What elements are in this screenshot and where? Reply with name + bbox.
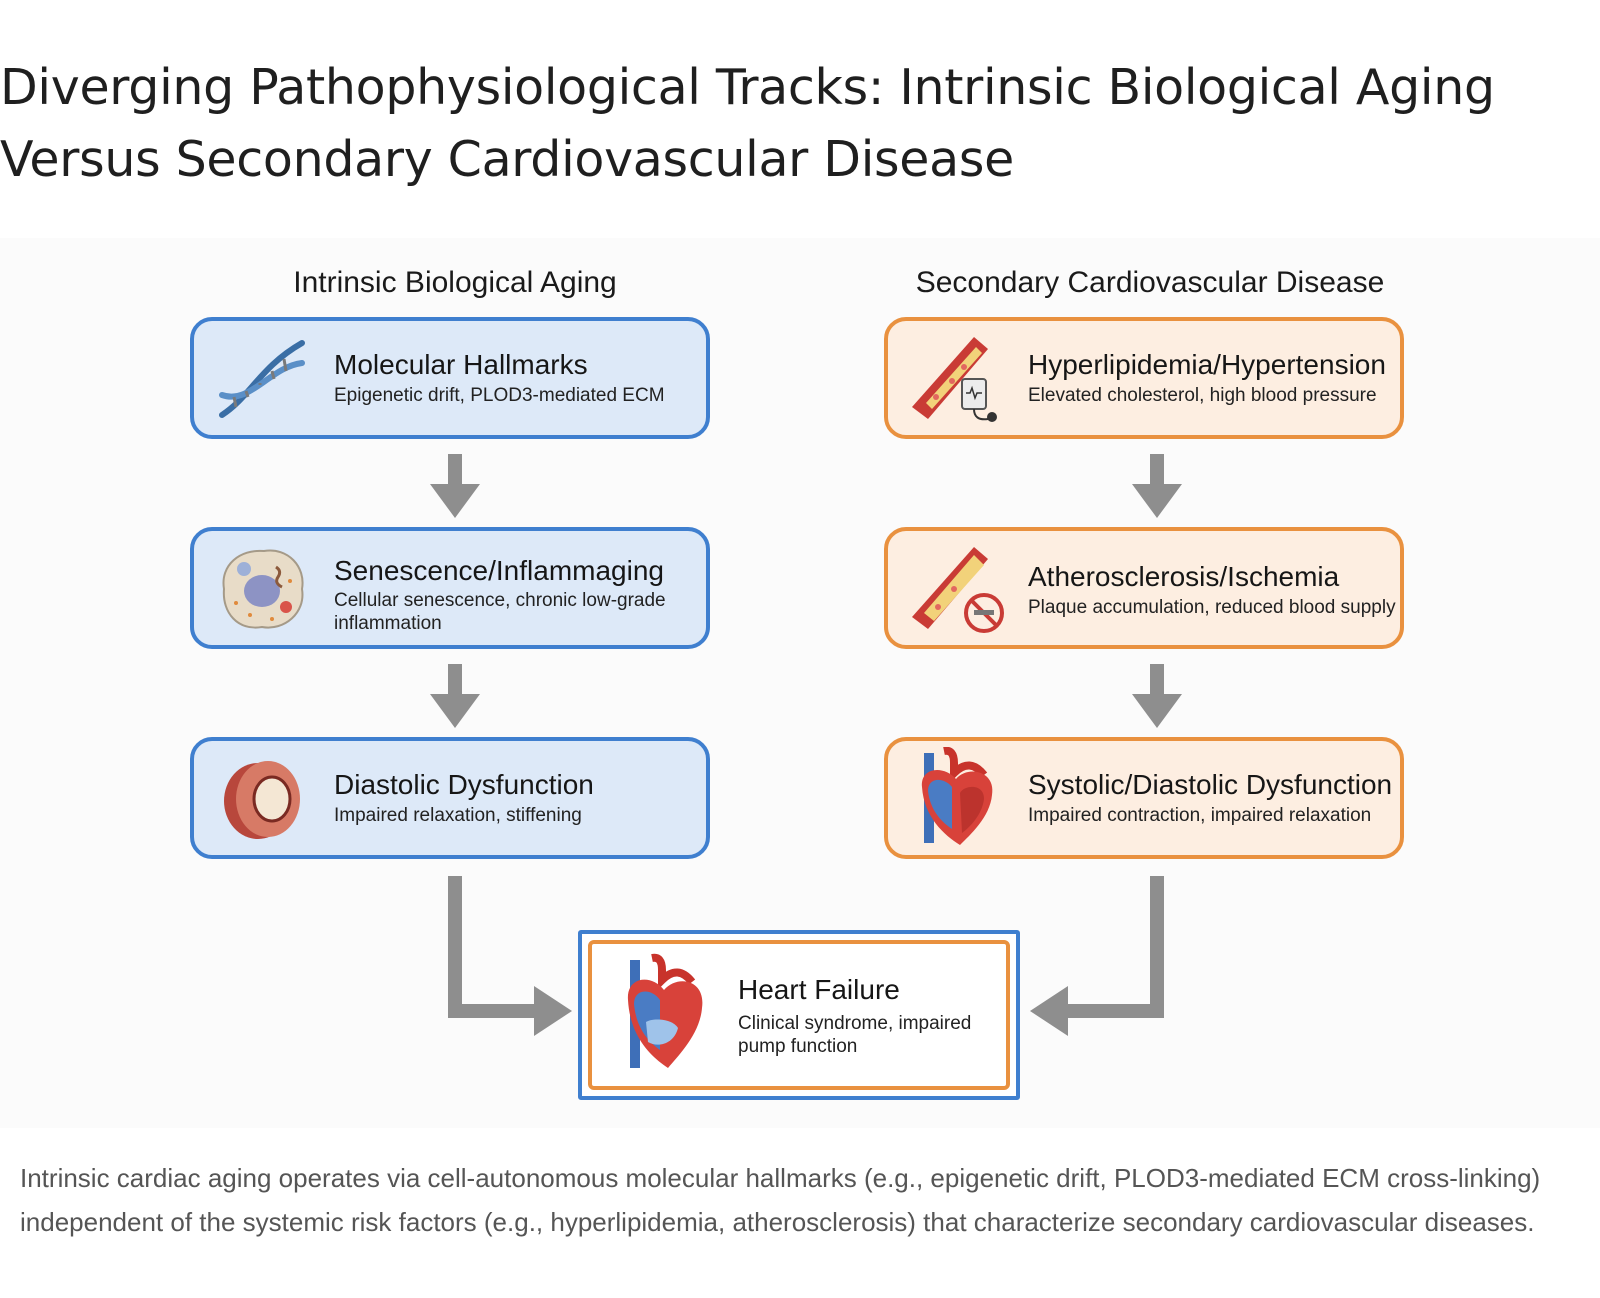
- arrow-down-right-2: [1132, 664, 1182, 728]
- card-subtitle: Elevated cholesterol, high blood pressur…: [1028, 385, 1377, 406]
- arrow-down-left-2: [430, 664, 480, 728]
- artery-bp-monitor-icon: [912, 337, 997, 422]
- left-column-heading: Intrinsic Biological Aging: [293, 266, 617, 299]
- arrow-to-heart-failure-right: [1030, 876, 1164, 1036]
- card-hyperlipidemia-hypertension: Hyperlipidemia/Hypertension Elevated cho…: [884, 317, 1404, 439]
- heart-failure-subtitle: Clinical syndrome, impaired pump functio…: [738, 1013, 972, 1057]
- card-systolic-diastolic-dysfunction: Systolic/Diastolic Dysfunction Impaired …: [884, 737, 1404, 859]
- card-subtitle: Impaired contraction, impaired relaxatio…: [1028, 805, 1372, 826]
- card-title: Systolic/Diastolic Dysfunction: [1028, 769, 1393, 800]
- heart-failure-inner-border: [588, 940, 1010, 1090]
- page-title: Diverging Pathophysiological Tracks: Int…: [0, 59, 1495, 188]
- vessel-ring-icon: [224, 761, 300, 839]
- heart-failure-title: Heart Failure: [738, 974, 900, 1005]
- card-title: Molecular Hallmarks: [334, 349, 588, 380]
- arrow-to-heart-failure-left: [448, 876, 572, 1036]
- card-title: Atherosclerosis/Ischemia: [1028, 561, 1340, 592]
- card-subtitle: Epigenetic drift, PLOD3-mediated ECM: [334, 385, 665, 406]
- plaque-artery-icon: [912, 547, 1004, 633]
- dna-icon: [219, 340, 305, 418]
- heart-icon: [921, 747, 993, 845]
- card-subtitle: Cellular senescence, chronic low-grade i…: [334, 590, 666, 634]
- heart-failure-box: Heart Failure Clinical syndrome, impaire…: [578, 930, 1020, 1100]
- card-subtitle: Impaired relaxation, stiffening: [334, 805, 582, 826]
- right-column-heading: Secondary Cardiovascular Disease: [915, 266, 1385, 299]
- card-senescence-inflammaging: Senescence/Inflammaging Cellular senesce…: [190, 527, 710, 649]
- card-title: Diastolic Dysfunction: [334, 769, 594, 800]
- figure-caption: Intrinsic cardiac aging operates via cel…: [20, 1163, 1541, 1237]
- vertical-arrows: [430, 454, 1182, 728]
- card-title: Hyperlipidemia/Hypertension: [1028, 349, 1386, 380]
- card-molecular-hallmarks: Molecular Hallmarks Epigenetic drift, PL…: [190, 317, 710, 439]
- card-atherosclerosis-ischemia: Atherosclerosis/Ischemia Plaque accumula…: [884, 527, 1404, 649]
- arrow-down-right-1: [1132, 454, 1182, 518]
- cell-icon: [222, 549, 304, 629]
- arrow-down-left-1: [430, 454, 480, 518]
- card-subtitle: Plaque accumulation, reduced blood suppl…: [1028, 597, 1396, 618]
- card-title: Senescence/Inflammaging: [334, 555, 664, 586]
- card-diastolic-dysfunction: Diastolic Dysfunction Impaired relaxatio…: [190, 737, 710, 859]
- heart-icon: [627, 953, 703, 1068]
